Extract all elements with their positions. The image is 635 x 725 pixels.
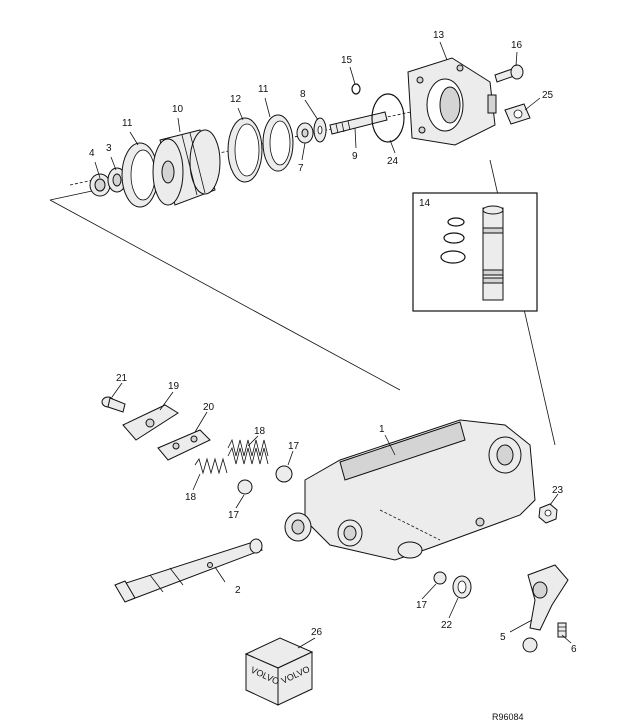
part-18-spring-lower [194,457,228,475]
part-16-screw [494,64,524,83]
label-part-16: 16 [511,40,523,51]
label-part-10: 10 [172,104,184,115]
label-part-17: 17 [228,510,240,521]
label-part-15: 15 [341,55,353,66]
part-17-ball [275,465,293,483]
label-part-22: 22 [441,620,453,631]
label-part-19: 19 [168,381,180,392]
label-part-20: 20 [203,402,215,413]
part-10-piston [152,129,221,206]
label-part-13: 13 [433,30,445,41]
label-part-24: 24 [387,156,399,167]
part-23-nut [538,503,558,524]
label-part-17: 17 [288,441,300,452]
label-part-4: 4 [89,148,95,159]
label-part-14: 14 [419,198,431,209]
label-part-5: 5 [500,632,506,643]
label-part-8: 8 [300,89,306,100]
label-part-2: 2 [235,585,241,596]
part-12-ring [227,117,263,183]
part-1-housing [284,419,536,561]
part-9-piston-rod [329,111,388,135]
label-part-3: 3 [106,143,112,154]
label-part-6: 6 [571,644,577,655]
label-part-18: 18 [185,492,197,503]
part-24-o-ring [371,93,405,143]
part-11-ring-left [121,142,159,208]
label-part-11: 11 [122,118,133,129]
reference-number: R96084 [492,712,524,722]
part-26-product-box: VOLVO VOLVO [244,637,314,706]
part-5-lever [522,564,569,653]
part-7-nut [296,122,314,144]
part-11-seal-right [262,114,294,172]
assembly-guide-line [49,199,401,391]
part-20-lever-plate [157,429,211,461]
label-part-18: 18 [254,426,266,437]
part-4-bushing [89,173,111,197]
label-part-17: 17 [416,600,428,611]
label-part-26: 26 [311,627,323,638]
label-part-12: 12 [230,94,242,105]
part-25-gasket [504,103,531,125]
label-part-7: 7 [298,163,304,174]
part-8-washer [313,117,327,143]
label-part-23: 23 [552,485,564,496]
part-17-ball [237,479,253,495]
inset-box-part-14 [412,192,538,312]
part-18-spring-upper [227,438,269,465]
part-21-screw [101,396,126,413]
label-part-1: 1 [379,424,385,435]
part-6-screw [557,622,567,638]
label-part-11: 11 [258,84,269,95]
label-part-21: 21 [116,373,128,384]
part-17-ball [433,571,447,585]
part-15-small-ring [351,83,361,95]
part-13-cover [407,57,497,146]
leader-lines [94,41,572,649]
part-19-link-plate [122,404,179,441]
part-2-shaft [114,538,264,603]
label-part-9: 9 [352,151,358,162]
part-22-ring [452,575,472,599]
label-part-25: 25 [542,90,554,101]
